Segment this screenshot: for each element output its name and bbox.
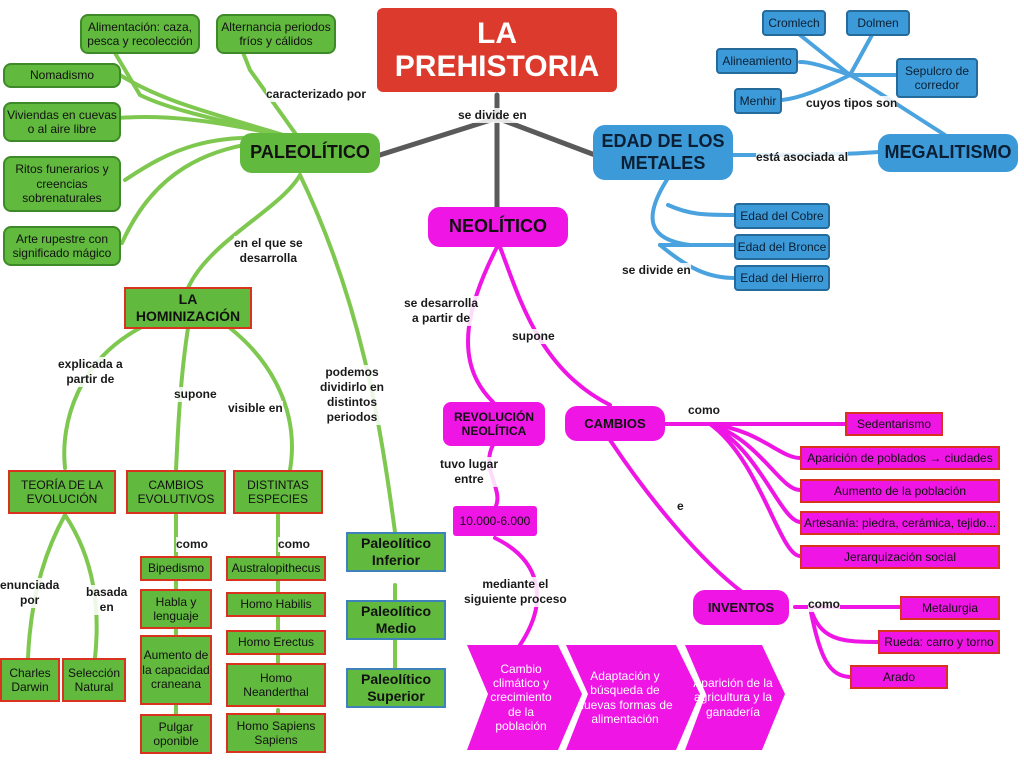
paleolitico-node: PALEOLÍTICO [240,133,380,173]
process-arrow-3 [685,645,785,750]
title-node: LA PREHISTORIA [377,8,617,92]
trait-nomadismo: Nomadismo [3,63,121,88]
label-basada-en: basada en [86,585,128,615]
label-supone-neolitico: supone [512,329,555,344]
invento-rueda: Rueda: carro y torno [878,630,1000,654]
darwin-node: Charles Darwin [0,658,60,702]
label-se-divide-en: se divide en [458,108,527,123]
megalitismo-node: MEGALITISMO [878,134,1018,172]
process-arrow-1 [467,645,582,750]
label-supone-hominizacion: supone [174,387,217,402]
cambios-neolitico-node: CAMBIOS [565,406,665,441]
edad-bronce: Edad del Bronce [734,234,830,260]
paleolitico-inferior: Paleolítico Inferior [346,532,446,572]
cambio-bipedismo: Bipedismo [140,556,212,581]
seleccion-node: Selección Natural [62,658,126,702]
process-arrow-2 [566,645,700,750]
tipo-dolmen: Dolmen [846,10,910,36]
label-explicada: explicada a partir de [58,357,123,387]
cambio-pulgar: Pulgar oponible [140,714,212,754]
trait-alimentacion: Alimentación: caza, pesca y recolección [80,14,200,54]
trait-arte: Arte rupestre con significado mágico [3,226,121,266]
tipo-alineamiento: Alineamiento [716,48,798,74]
inventos-node: INVENTOS [693,590,789,625]
edad-hierro: Edad del Hierro [734,265,830,291]
trait-ritos: Ritos funerarios y creencias sobrenatura… [3,156,121,212]
neolitico-node: NEOLÍTICO [428,207,568,247]
label-visible-en: visible en [228,401,283,416]
label-mediante: mediante el siguiente proceso [464,577,567,607]
distintas-especies-node: DISTINTAS ESPECIES [233,470,323,514]
revolucion-neolitica-node: REVOLUCIÓN NEOLÍTICA [443,402,545,446]
invento-arado: Arado [850,665,948,689]
label-como-especies: como [278,537,311,552]
cambio-poblacion: Aumento de la población [800,479,1000,503]
especie-erectus: Homo Erectus [226,630,326,655]
paleolitico-superior: Paleolítico Superior [346,668,446,708]
cambios-evolutivos-node: CAMBIOS EVOLUTIVOS [126,470,226,514]
metales-node: EDAD DE LOS METALES [593,125,733,180]
label-tuvo-lugar: tuvo lugar entre [440,457,499,487]
tipo-cromlech: Cromlech [762,10,826,36]
cambio-poblados: Aparición de poblados → ciudades [800,446,1000,470]
label-como-neolitico: como [688,403,721,418]
cambio-habla: Habla y lenguaje [140,589,212,629]
proceso-text-3: Aparición de la agricultura y la ganader… [693,675,773,719]
proceso-text-2: Adaptación y búsqueda de nuevas formas d… [577,668,673,726]
label-se-desarrolla: se desarrolla a partir de [404,296,479,326]
especie-habilis: Homo Habilis [226,592,326,617]
trait-alternancia: Alternancia periodos fríos y cálidos [216,14,336,54]
hominizacion-node: LA HOMINIZACIÓN [124,287,252,329]
label-asociada: está asociada al [756,150,849,165]
teoria-evolucion-node: TEORÍA DE LA EVOLUCIÓN [8,470,116,514]
label-como-inventos: como [808,597,841,612]
cambio-jerarquizacion: Jerarquización social [800,545,1000,569]
tipo-sepulcro: Sepulcro de corredor [896,58,978,98]
label-e: e [677,499,684,514]
label-podemos-dividirlo: podemos dividirlo en distintos periodos [320,365,385,425]
cambio-artesania: Artesanía: piedra, cerámica, tejido... [800,511,1000,535]
invento-metalurgia: Metalurgia [900,596,1000,620]
label-cuyos-tipos: cuyos tipos son [806,96,898,111]
label-caracterizado-por: caracterizado por [266,87,367,102]
especie-neanderthal: Homo Neanderthal [226,663,326,707]
cambio-craneo: Aumento de la capacidad craneana [140,635,212,705]
paleolitico-medio: Paleolítico Medio [346,600,446,640]
process-arrows [467,645,785,750]
label-divide-metales: se divide en [622,263,691,278]
fecha-node: 10.000-6.000 [453,506,537,536]
especie-sapiens: Homo Sapiens Sapiens [226,713,326,753]
tipo-menhir: Menhir [734,88,782,114]
edad-cobre: Edad del Cobre [734,203,830,229]
label-enunciada-por: enunciada por [0,578,60,608]
especie-australopithecus: Australopithecus [226,556,326,581]
cambio-sedentarismo: Sedentarismo [845,412,943,436]
proceso-text-1: Cambio climático y crecimiento de la pob… [490,661,552,734]
label-como-cambios: como [176,537,209,552]
label-en-el-que: en el que se desarrolla [234,236,303,266]
trait-viviendas: Viviendas en cuevas o al aire libre [3,102,121,142]
